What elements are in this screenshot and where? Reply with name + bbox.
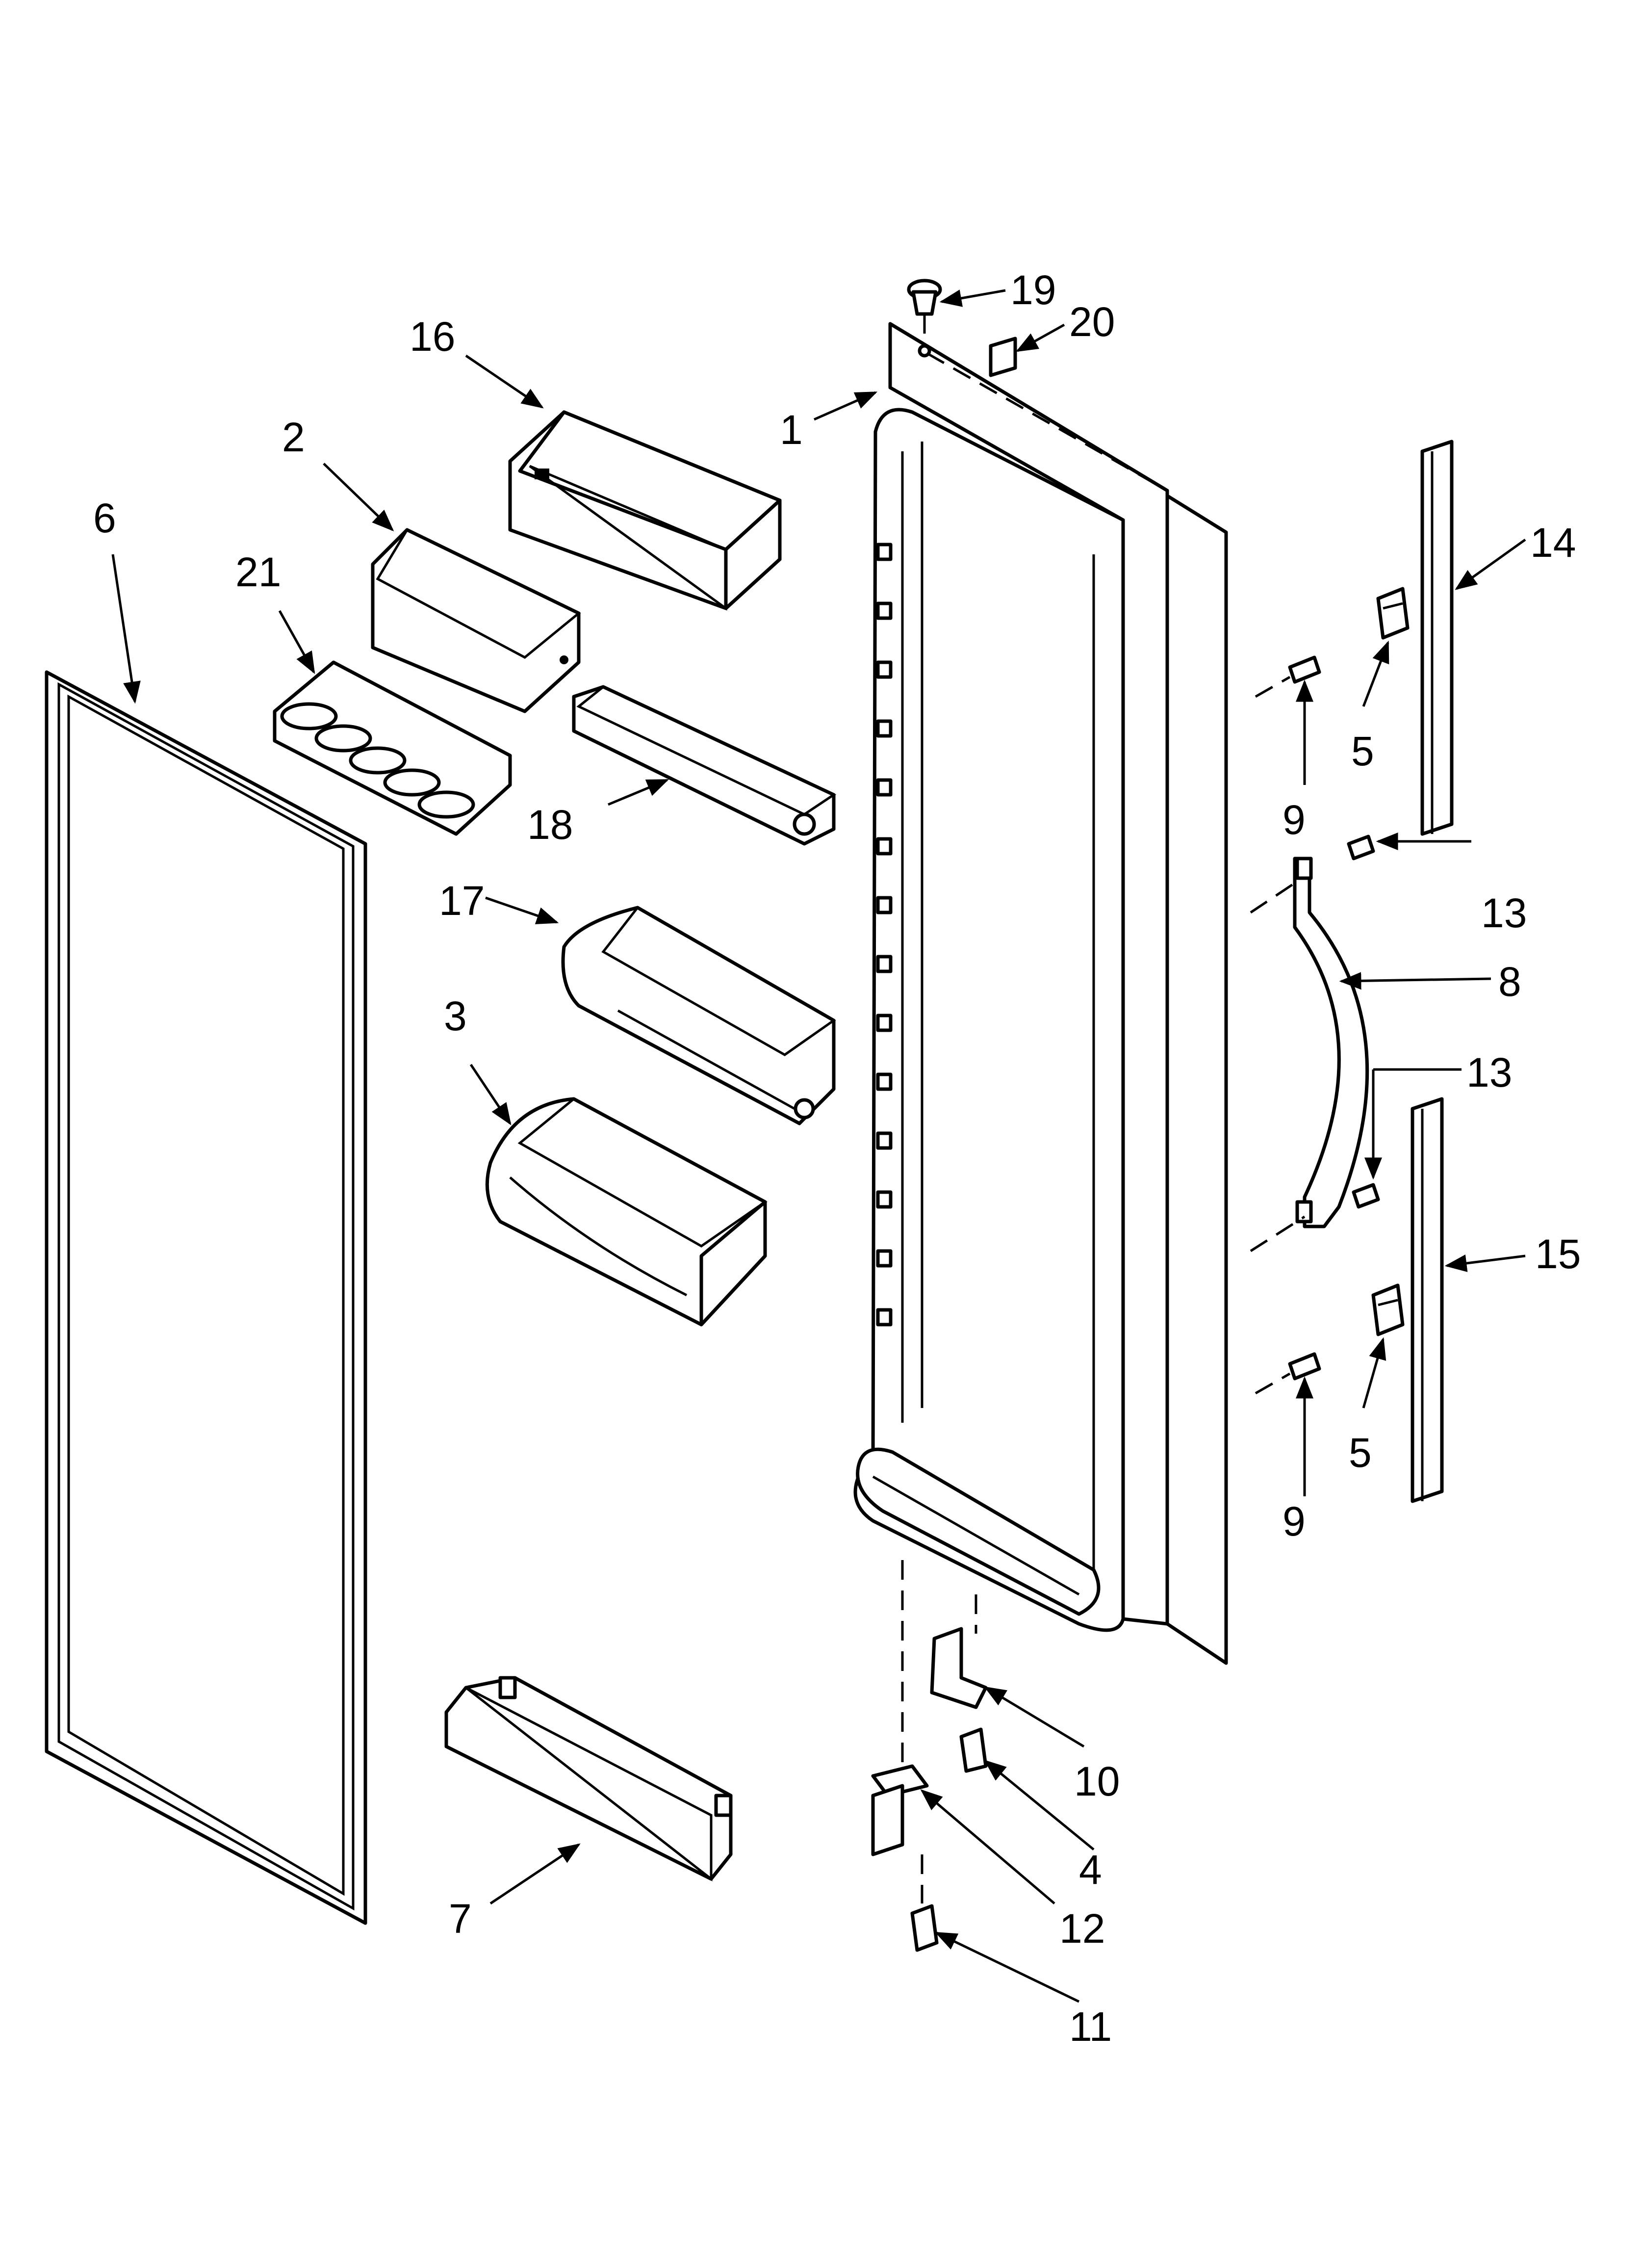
- callout-14: 14: [1530, 520, 1576, 566]
- dairy-compartment: [508, 410, 782, 611]
- callout-15: 15: [1535, 1231, 1581, 1277]
- callout-1: 1: [780, 407, 803, 453]
- callout-6: 6: [93, 495, 116, 541]
- door-rail: [444, 1676, 733, 1882]
- egg-cups: [280, 702, 475, 819]
- screw-guidelines: [1250, 676, 1306, 1395]
- callout-4: 4: [1079, 1847, 1102, 1893]
- hinge-assembly: [871, 1560, 988, 1952]
- handle-screws: [1288, 655, 1380, 1381]
- trim-clip-lower: [1371, 1283, 1405, 1336]
- door-bin: [485, 1097, 768, 1327]
- callout-20: 20: [1069, 299, 1115, 345]
- dairy-door: [371, 528, 581, 713]
- callout-9-lower: 9: [1283, 1498, 1306, 1544]
- callout-16: 16: [410, 313, 455, 360]
- door-liner: [853, 322, 1228, 1665]
- callout-10: 10: [1074, 1758, 1120, 1804]
- callout-21: 21: [235, 549, 281, 595]
- callout-18: 18: [527, 802, 573, 848]
- leader-lines: [111, 289, 1526, 2003]
- callout-13-upper: 13: [1481, 890, 1527, 936]
- callout-3: 3: [444, 993, 467, 1039]
- callout-8: 8: [1498, 959, 1521, 1005]
- callout-5-lower: 5: [1349, 1430, 1372, 1476]
- callout-2: 2: [282, 414, 305, 460]
- callout-5-upper: 5: [1351, 728, 1374, 774]
- callout-9-upper: 9: [1283, 797, 1306, 843]
- shelf-trim: [572, 685, 837, 846]
- door-plug: [907, 279, 942, 358]
- door-gasket: [45, 670, 367, 1925]
- door-label: [989, 337, 1017, 377]
- callout-17: 17: [439, 878, 485, 924]
- trim-clip-upper: [1376, 587, 1410, 640]
- callout-11: 11: [1069, 2004, 1112, 2050]
- handle-trim-lower: [1411, 1097, 1444, 1503]
- callout-12: 12: [1059, 1905, 1105, 1952]
- egg-tray: [273, 660, 512, 836]
- callout-19: 19: [1010, 267, 1056, 313]
- handle-trim-upper: [1420, 440, 1454, 836]
- callout-labels: 1 2 3 4 5 5 6 7 8 9 9 10 11 12 13 13 14 …: [93, 267, 1581, 2050]
- door-bin-deep: [561, 906, 836, 1125]
- callout-7: 7: [449, 1896, 472, 1942]
- door-handle: [1293, 857, 1369, 1228]
- shelf-ribs: [876, 543, 893, 1327]
- callout-13-lower: 13: [1466, 1049, 1512, 1095]
